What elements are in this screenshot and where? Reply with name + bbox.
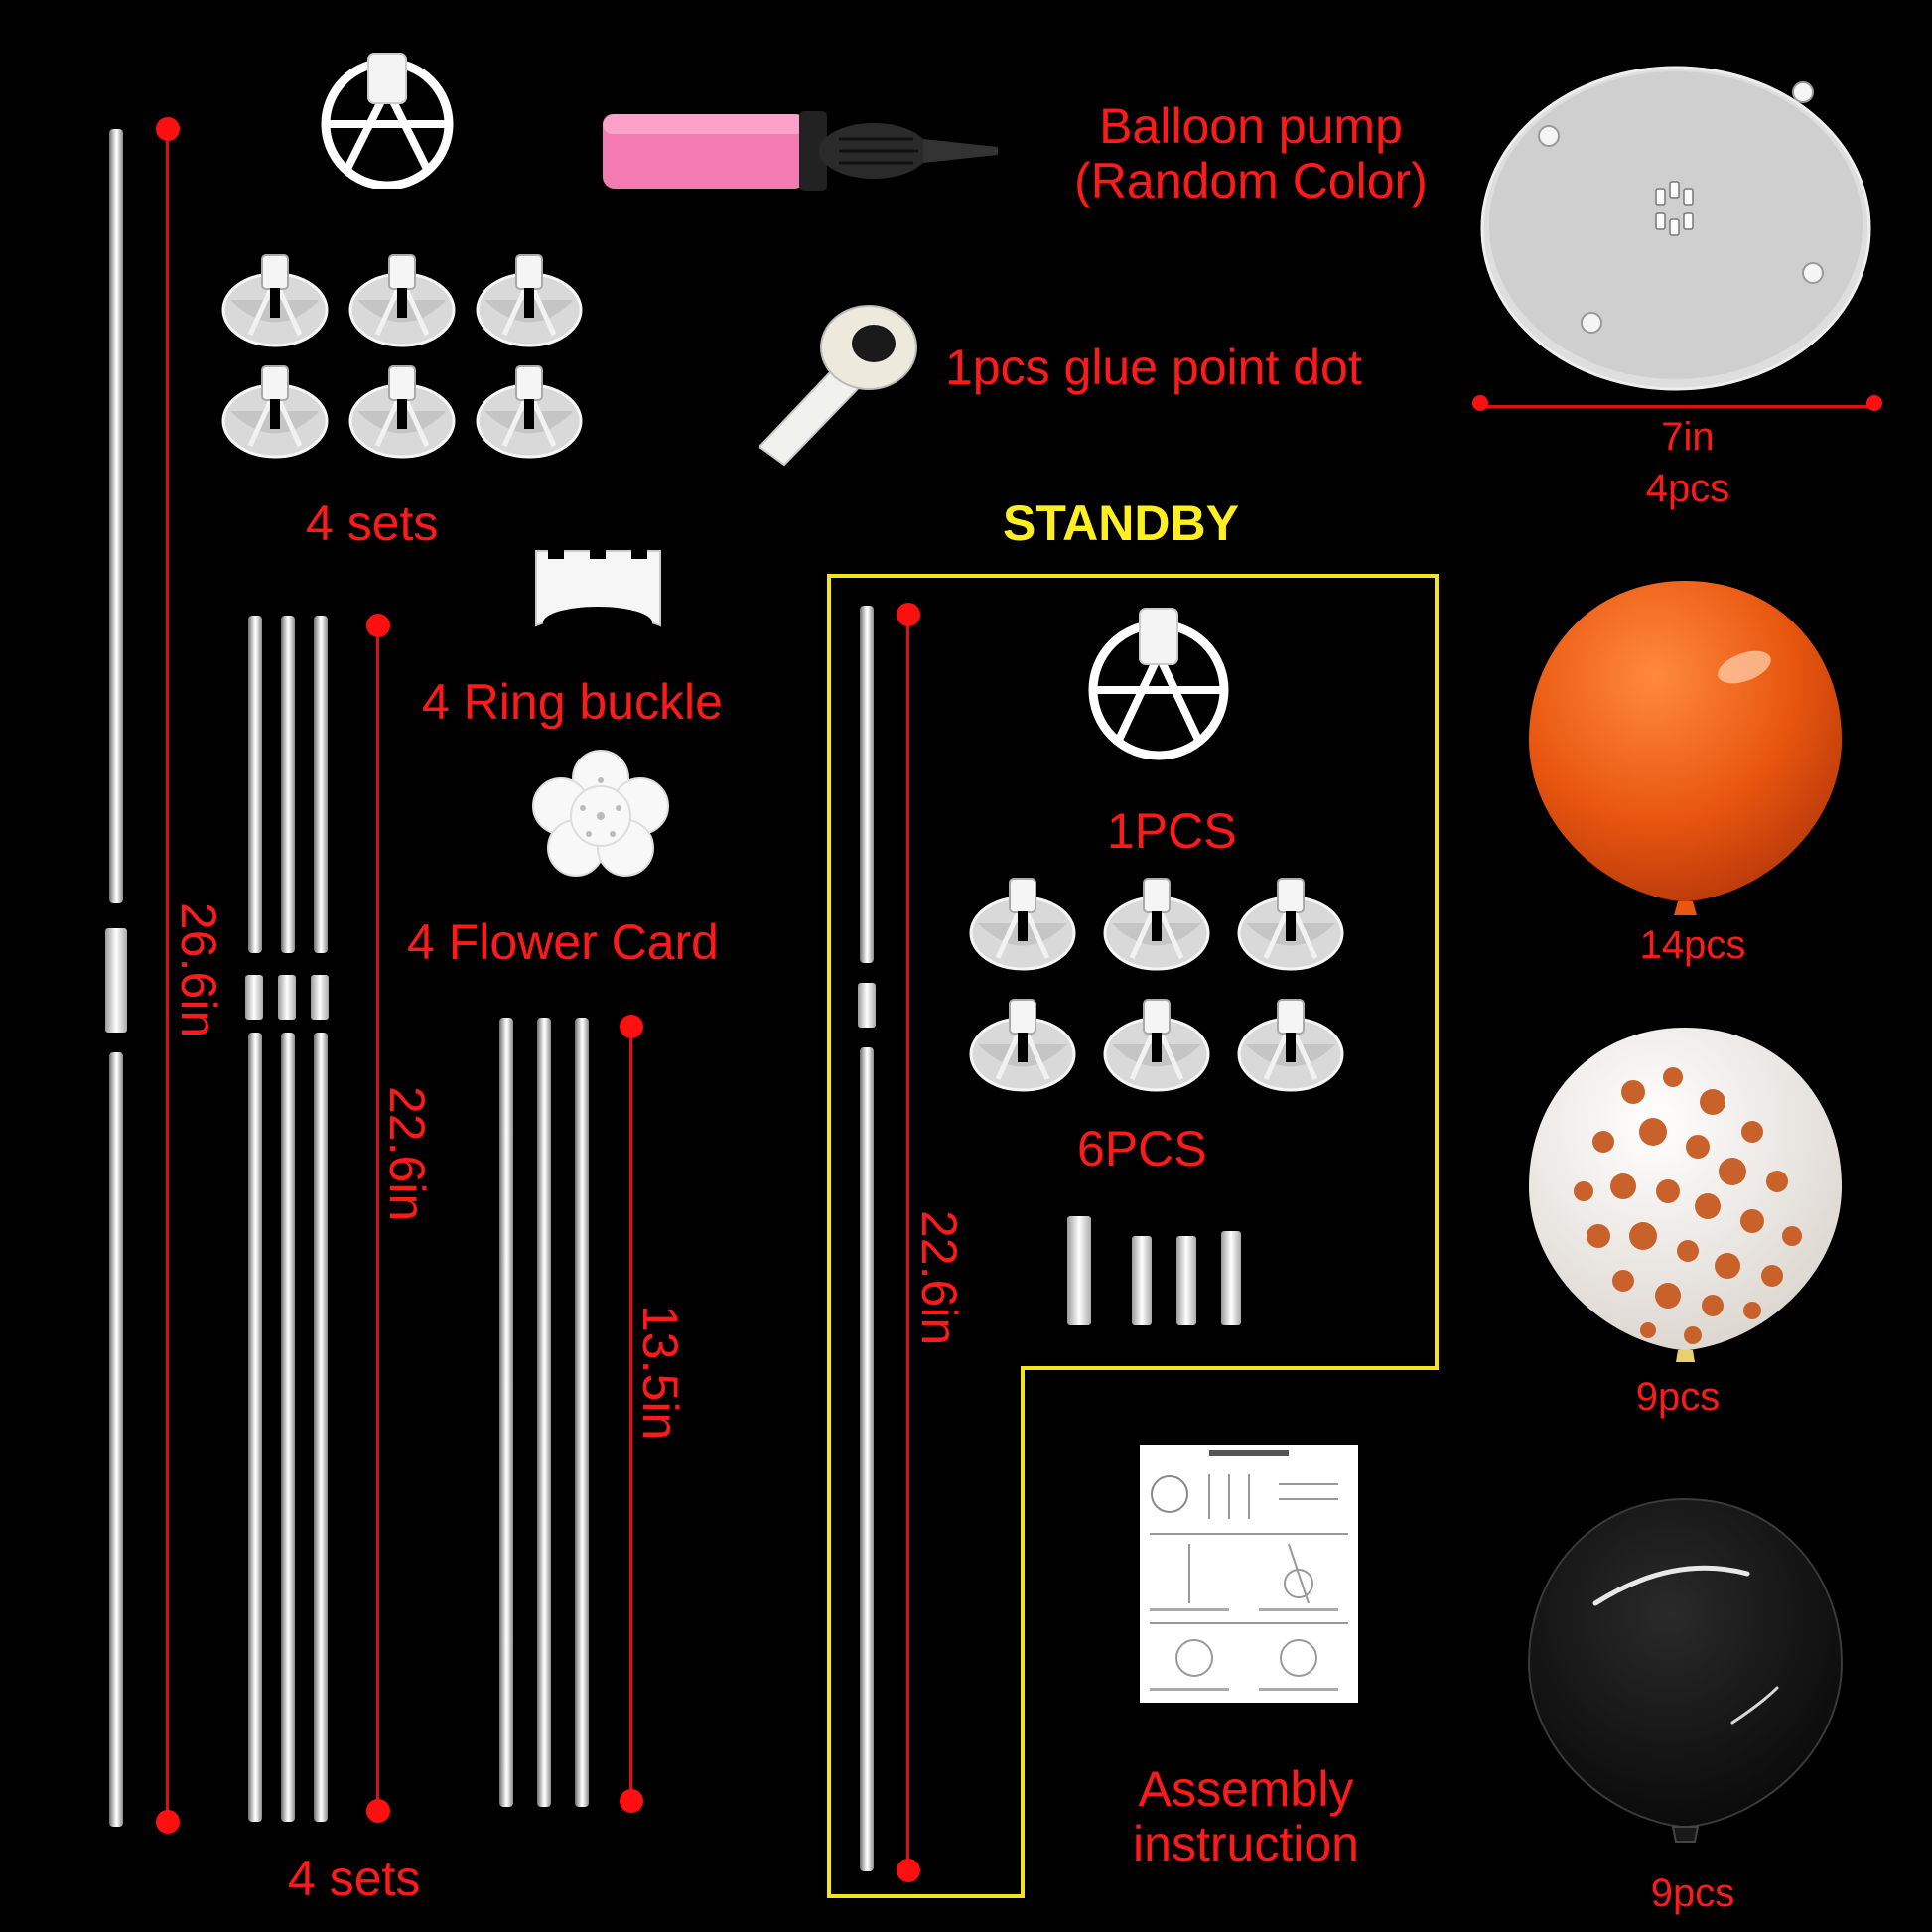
standby-rod <box>860 606 874 963</box>
black-balloon-count: 9pcs <box>1650 1871 1735 1915</box>
ring-buckle-label: 4 Ring buckle <box>422 674 723 730</box>
long-rod-top <box>109 129 123 903</box>
standby-holder-count: 1PCS <box>1107 803 1237 859</box>
ring-buckle-icon <box>535 539 661 638</box>
length-mid-label: 22.6in <box>379 1086 435 1222</box>
mid-rod <box>248 616 262 953</box>
balloon-cup-icon <box>1102 874 1211 973</box>
balloon-cup-icon <box>968 874 1077 973</box>
rod-connector <box>278 975 296 1020</box>
flower-card-label: 4 Flower Card <box>407 914 719 970</box>
standby-title: STANDBY <box>1003 495 1239 551</box>
standby-connector <box>1176 1236 1196 1325</box>
pump-label-line2: (Random Color) <box>1074 153 1428 208</box>
rod-connector <box>311 975 329 1020</box>
cups-sets-label: 4 sets <box>306 495 439 551</box>
flower-card-icon <box>532 750 669 877</box>
dimension-dot <box>156 1810 180 1834</box>
base-count-label: 4pcs <box>1645 467 1730 510</box>
balloon-holder-icon <box>321 53 454 189</box>
standby-length-label: 22.6in <box>911 1210 967 1346</box>
dimension-dot <box>1866 395 1882 411</box>
short-rod <box>575 1018 589 1807</box>
dimension-dot <box>897 603 920 626</box>
dimension-dot <box>897 1859 920 1882</box>
standby-dimension-line <box>906 616 909 1871</box>
balloon-cup-icon <box>475 361 584 461</box>
balloon-cup-icon <box>968 995 1077 1094</box>
rod-connector <box>858 983 876 1028</box>
assembly-label-line2: instruction <box>1133 1816 1359 1871</box>
dimension-dot <box>1472 395 1488 411</box>
balloon-pump-icon <box>603 111 998 191</box>
assembly-label-line1: Assembly <box>1138 1761 1354 1817</box>
pump-label-line1: Balloon pump <box>1099 98 1403 154</box>
confetti-balloon-count: 9pcs <box>1635 1375 1721 1419</box>
orange-balloon-count: 14pcs <box>1639 923 1746 967</box>
balloon-cup-icon <box>1102 995 1211 1094</box>
dimension-dot <box>366 614 390 637</box>
rods-sets-label: 4 sets <box>288 1851 421 1906</box>
short-rod <box>499 1018 513 1807</box>
glue-dot-roll-icon <box>758 305 917 467</box>
base-plate-icon <box>1480 66 1871 391</box>
black-balloon-icon <box>1527 1497 1844 1843</box>
base-size-label: 7in <box>1661 415 1715 459</box>
balloon-cup-icon <box>220 361 330 461</box>
dimension-dot <box>620 1015 643 1038</box>
standby-frame <box>827 574 1439 1898</box>
mid-rod <box>281 1033 295 1822</box>
orange-balloon-icon <box>1529 581 1842 915</box>
balloon-cup-icon <box>347 250 457 349</box>
assembly-label: Assembly instruction <box>1082 1762 1410 1871</box>
dimension-line-mid <box>376 625 379 1812</box>
glue-dot-label: 1pcs glue point dot <box>945 340 1362 395</box>
standby-connector <box>1132 1236 1152 1325</box>
dimension-line-short <box>629 1028 632 1802</box>
dimension-dot <box>620 1789 643 1813</box>
standby-connector <box>1067 1216 1091 1325</box>
balloon-cup-icon <box>220 250 330 349</box>
mid-rod <box>314 616 328 953</box>
assembly-sheet-icon <box>1140 1445 1358 1703</box>
balloon-cup-icon <box>1236 874 1345 973</box>
standby-holder-icon <box>1088 608 1229 760</box>
standby-rod <box>860 1047 874 1871</box>
dimension-line-long <box>166 129 169 1822</box>
pump-label: Balloon pump (Random Color) <box>1023 99 1479 208</box>
mid-rod <box>248 1033 262 1822</box>
length-long-label: 26.6in <box>171 902 226 1038</box>
rod-connector <box>245 975 263 1020</box>
dimension-dot <box>156 117 180 141</box>
mid-rod <box>314 1033 328 1822</box>
mid-rod <box>281 616 295 953</box>
standby-cups-count: 6PCS <box>1077 1121 1207 1176</box>
confetti-balloon-icon <box>1529 1028 1842 1362</box>
base-dimension-line <box>1481 405 1874 408</box>
length-short-label: 13.5in <box>632 1305 688 1441</box>
balloon-cup-icon <box>475 250 584 349</box>
dimension-dot <box>366 1799 390 1823</box>
short-rod <box>537 1018 551 1807</box>
long-rod-bottom <box>109 1052 123 1827</box>
standby-connector <box>1221 1231 1241 1325</box>
balloon-cup-icon <box>1236 995 1345 1094</box>
balloon-cup-icon <box>347 361 457 461</box>
rod-connector <box>105 928 127 1033</box>
